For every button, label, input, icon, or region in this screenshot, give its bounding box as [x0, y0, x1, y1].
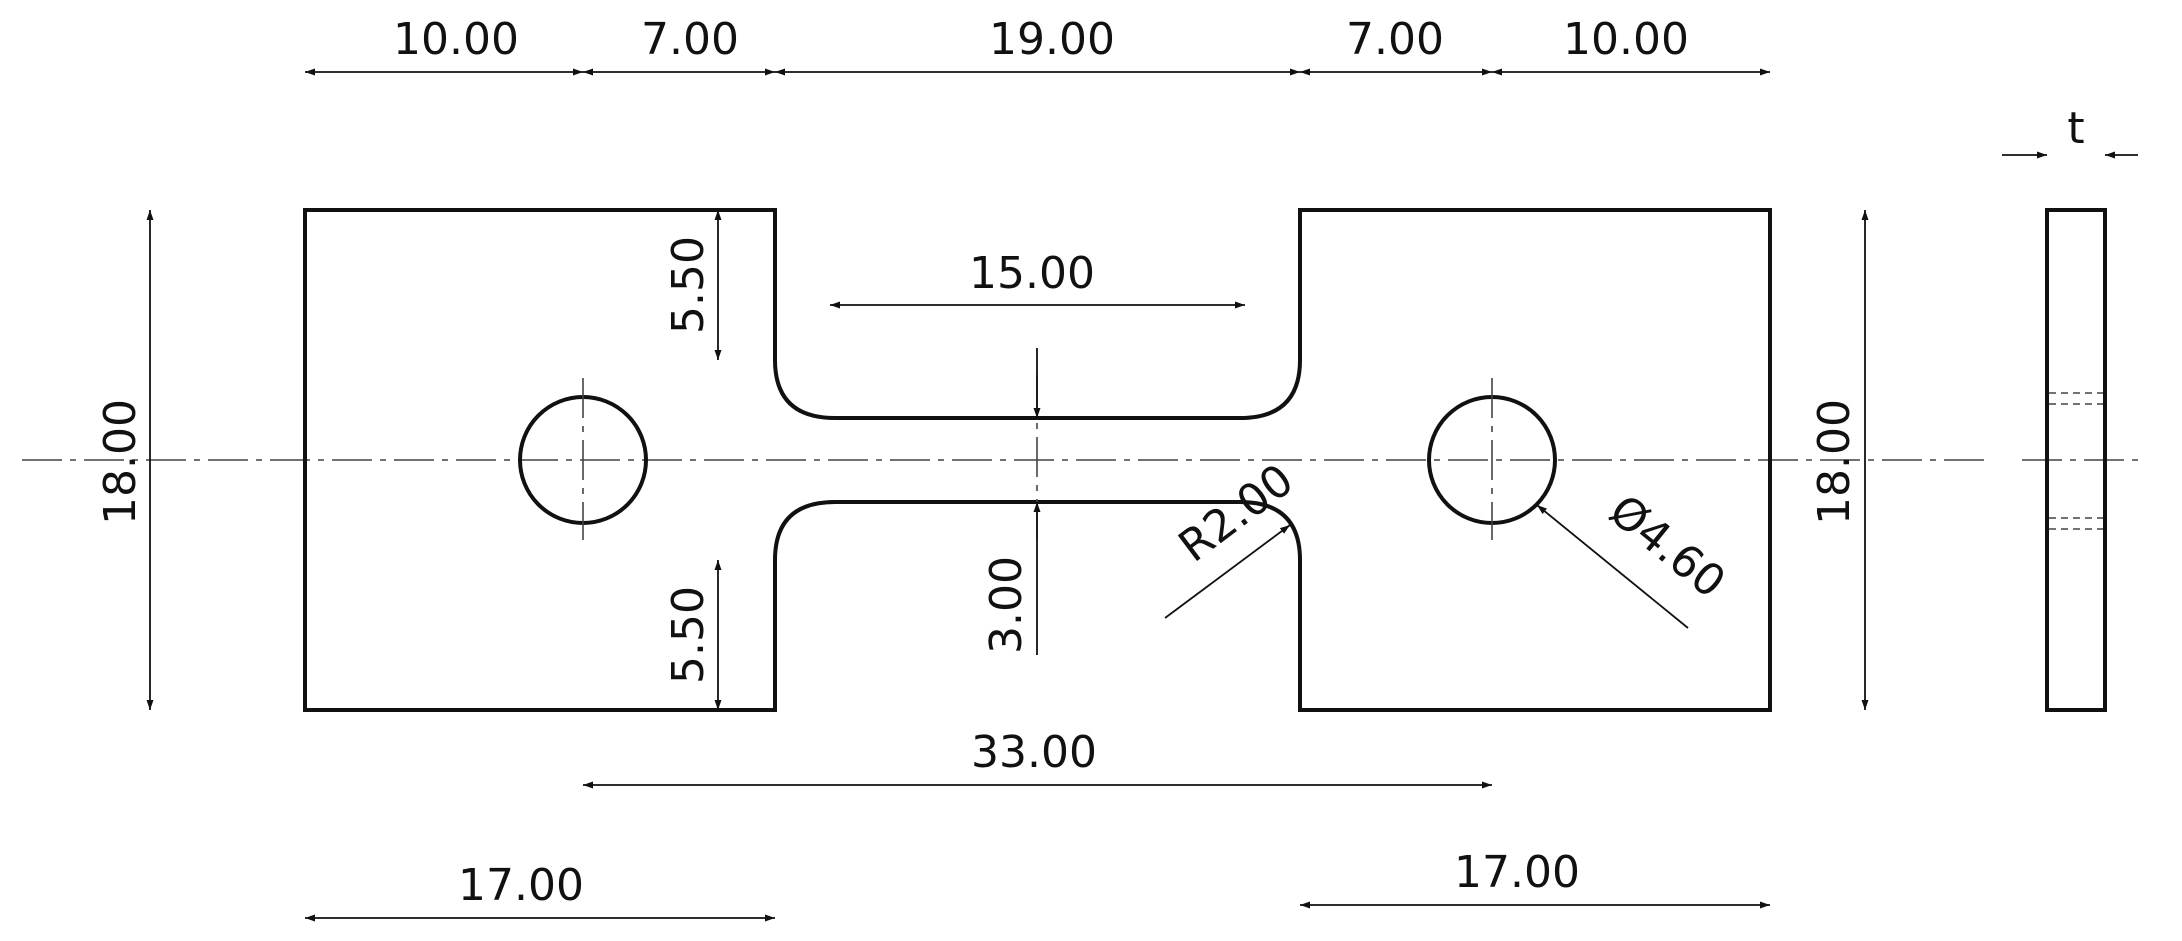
dim-hole-spacing: 33.00	[971, 727, 1097, 778]
dim-upper-shoulder: 5.50	[663, 236, 714, 334]
leader-line	[1164, 524, 1291, 619]
dim-gauge-length: 15.00	[969, 248, 1095, 299]
dim-top-right-shoulder: 7.00	[1346, 14, 1444, 65]
dim-top-left-shoulder: 7.00	[641, 14, 739, 65]
dim-top-left-end: 10.00	[393, 14, 519, 65]
dim-lower-shoulder: 5.50	[663, 586, 714, 684]
dim-left-height: 18.00	[95, 399, 146, 525]
dim-right-height: 18.00	[1809, 399, 1860, 525]
dim-hole-diameter: Ø4.60	[1600, 485, 1735, 608]
specimen-outline	[303, 208, 1772, 712]
dim-top-middle: 19.00	[989, 14, 1115, 65]
dim-thickness: t	[2067, 103, 2084, 154]
leader-line	[1536, 504, 1689, 629]
dim-right-grip-length: 17.00	[1454, 847, 1580, 898]
dim-gauge-width: 3.00	[981, 556, 1032, 654]
dim-left-grip-length: 17.00	[458, 860, 584, 911]
dim-top-right-end: 10.00	[1563, 14, 1689, 65]
side-view-outline	[2045, 208, 2107, 712]
